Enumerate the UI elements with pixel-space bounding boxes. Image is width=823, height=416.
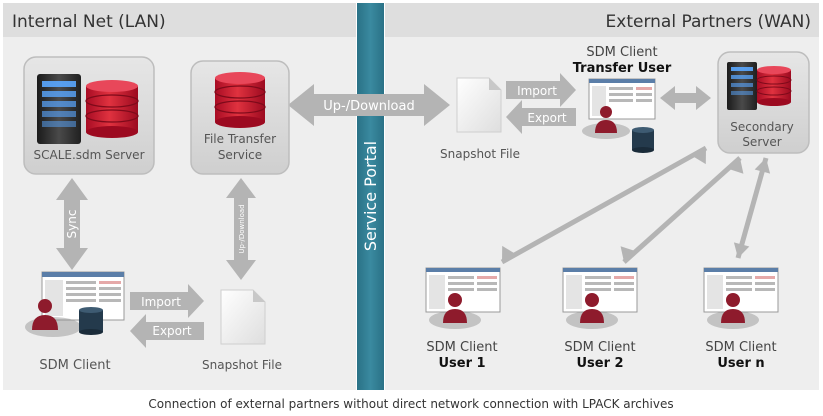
- scale-server-label: SCALE.sdm Server: [33, 148, 144, 162]
- secondary-user1-head-b: [502, 245, 516, 262]
- database-icon: [85, 80, 139, 138]
- sync-arrow: [56, 178, 88, 270]
- secondary-user2-head-b: [620, 246, 636, 262]
- import-wan-label: Import: [517, 84, 557, 98]
- user-icon: [580, 293, 604, 323]
- wan-header-bar: [385, 3, 819, 37]
- import-wan-arrow: [506, 73, 576, 107]
- secondary-user2-head-a: [728, 158, 744, 174]
- secondary-user2-line: [622, 156, 742, 264]
- sdm-client-lan-label: SDM Client: [39, 358, 110, 373]
- secondary-usern-head-b: [733, 242, 750, 258]
- wan-title: External Partners (WAN): [606, 12, 811, 32]
- screen-icon: [425, 267, 501, 313]
- screen-icon: [562, 267, 638, 313]
- database-icon: [79, 307, 103, 335]
- user2-line2: User 2: [576, 356, 623, 371]
- up-download-main-arrow: [288, 84, 450, 126]
- transfer-user-client: SDM Client Transfer User: [573, 45, 672, 153]
- caption: Connection of external partners without …: [148, 397, 673, 411]
- snapshot-file-wan: Snapshot File: [440, 77, 520, 161]
- database-icon: [214, 72, 266, 128]
- secondary-user-connections: [500, 145, 769, 265]
- up-download-small-label: Up-/Download: [238, 204, 246, 253]
- export-lan-arrow: [130, 314, 204, 348]
- snapshot-lan-label: Snapshot File: [202, 358, 282, 372]
- snapshot-wan-label: Snapshot File: [440, 147, 520, 161]
- sync-label: Sync: [65, 210, 79, 239]
- import-lan-label: Import: [141, 295, 181, 309]
- secondary-user1-head-a: [692, 148, 706, 165]
- service-portal-label: Service Portal: [361, 141, 380, 251]
- lan-title: Internal Net (LAN): [12, 12, 166, 32]
- service-portal-bar: [357, 3, 384, 390]
- file-transfer-label-1: File Transfer: [204, 132, 276, 146]
- up-download-main-label: Up-/Download: [323, 99, 414, 114]
- transfer-client-line1: SDM Client: [586, 45, 657, 60]
- secondary-server-label-1: Secondary: [730, 120, 794, 134]
- user-icon: [721, 293, 745, 323]
- database-icon: [632, 127, 654, 153]
- export-wan-arrow: [506, 100, 576, 134]
- secondary-usern-head-a: [754, 158, 771, 174]
- scale-server-node: SCALE.sdm Server: [23, 56, 155, 175]
- usern-line2: User n: [717, 356, 764, 371]
- user1-line1: SDM Client: [426, 340, 497, 355]
- user-icon: [443, 293, 467, 323]
- user-icon: [595, 106, 617, 133]
- export-lan-label: Export: [152, 324, 192, 338]
- screen-icon: [588, 78, 656, 120]
- user-client-2: SDM Client User 2: [562, 267, 638, 371]
- file-transfer-label-2: Service: [218, 148, 262, 162]
- secondary-server-label-2: Server: [742, 135, 781, 149]
- user2-line1: SDM Client: [564, 340, 635, 355]
- user1-line2: User 1: [438, 356, 485, 371]
- user-client-1: SDM Client User 1: [425, 267, 501, 371]
- sdm-client-lan: SDM Client: [25, 271, 125, 373]
- snapshot-file-lan: Snapshot File: [202, 289, 282, 372]
- transfer-client-line2: Transfer User: [573, 61, 672, 76]
- up-download-small-arrow: [226, 178, 256, 280]
- server-tower-icon: [37, 74, 81, 144]
- import-lan-arrow: [130, 284, 204, 318]
- secondary-server-node: Secondary Server: [717, 51, 810, 154]
- file-transfer-node: File Transfer Service: [190, 60, 290, 175]
- document-icon: [220, 289, 266, 345]
- export-wan-label: Export: [527, 111, 567, 125]
- transfer-secondary-arrow: [660, 86, 711, 110]
- screen-icon: [703, 267, 779, 313]
- user-icon: [32, 299, 58, 330]
- user-client-n: SDM Client User n: [703, 267, 779, 371]
- secondary-user1-line: [500, 145, 708, 265]
- secondary-usern-line: [735, 157, 769, 259]
- usern-line1: SDM Client: [705, 340, 776, 355]
- document-icon: [456, 77, 502, 133]
- server-tower-icon: [727, 62, 757, 110]
- database-icon: [756, 66, 792, 106]
- lan-header-bar: [3, 3, 356, 37]
